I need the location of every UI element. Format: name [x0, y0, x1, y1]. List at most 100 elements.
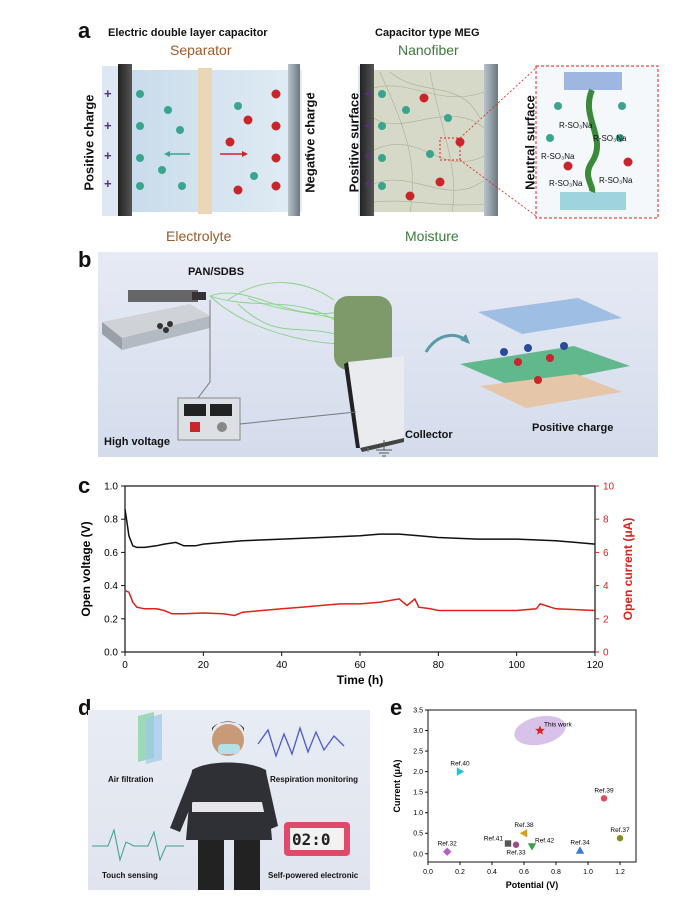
- y-tick-label: 1.0: [413, 810, 423, 817]
- point-label: Ref.39: [594, 787, 614, 794]
- svg-text:+: +: [364, 176, 372, 191]
- panel-d-illustration: [88, 710, 370, 890]
- edlc-left-electrode: [118, 64, 132, 216]
- point-marker: [504, 840, 512, 847]
- chart-e-frame: [427, 709, 637, 863]
- x-tick-label: 0.2: [455, 869, 465, 876]
- svg-text:-: -: [306, 85, 311, 101]
- pan-sdbs-label: PAN/SDBS: [188, 266, 245, 278]
- x-tick-label: 1.2: [615, 869, 625, 876]
- electrolyte-label: Electrolyte: [166, 228, 232, 244]
- meg-plus-signs: + + + +: [364, 86, 372, 191]
- x-tick-label: 0: [122, 660, 128, 671]
- meg-anions: [405, 93, 465, 201]
- y-axis-label: Current (μA): [392, 759, 402, 812]
- y2-axis-label: Open current (μA): [621, 518, 635, 621]
- ground-symbol: [376, 440, 392, 457]
- y-tick-label: 0.5: [413, 831, 423, 838]
- x-tick-label: 60: [354, 660, 366, 671]
- zoom-box: [439, 137, 461, 161]
- chart-c-frame: [124, 485, 596, 653]
- inset-fiber: [585, 88, 600, 193]
- positive-charge-label: Positive charge: [81, 94, 97, 191]
- panel-e-label: e: [390, 695, 403, 720]
- svg-text:+: +: [364, 148, 372, 163]
- y2-tick-label: 10: [603, 482, 615, 493]
- svg-text:+: +: [364, 86, 372, 101]
- x-tick-label: 20: [198, 660, 210, 671]
- high-voltage-label: High voltage: [104, 436, 171, 448]
- y-tick-label: 0.0: [413, 851, 423, 858]
- point-label: This work: [544, 722, 573, 729]
- panel-b-diagram: [98, 252, 658, 457]
- syringe-pump: [102, 290, 210, 350]
- air-filtration-label: Air filtration: [108, 775, 154, 784]
- point-marker: [575, 846, 585, 854]
- point-label: Ref.34: [570, 839, 590, 846]
- voltage-series-line: [124, 509, 596, 549]
- svg-text:-: -: [306, 117, 311, 133]
- self-powered-label: Self-powered electronic: [268, 871, 359, 880]
- panel-b-label: b: [78, 247, 92, 272]
- collector-label: Collector: [405, 429, 453, 441]
- x-tick-label: 0.8: [551, 869, 561, 876]
- fiber-jet: [209, 282, 349, 345]
- x-axis-label: Potential (V): [506, 880, 559, 890]
- svg-text:-: -: [306, 175, 311, 191]
- y-tick-label: 2.0: [413, 769, 423, 776]
- person-figure: [170, 721, 278, 890]
- wires: [197, 300, 369, 452]
- point-label: Ref.41: [484, 836, 504, 843]
- point-marker: [456, 767, 465, 776]
- x-tick-label: 1.0: [583, 869, 593, 876]
- meg-nanofiber-mat: [374, 70, 484, 212]
- high-voltage-supply: [177, 397, 241, 441]
- point-marker: [616, 834, 624, 842]
- svg-text:+: +: [104, 86, 112, 101]
- air-filter-icon: [138, 712, 162, 764]
- drum-collector: [334, 296, 404, 452]
- x-tick-label: 0.0: [423, 869, 433, 876]
- positive-surface-label: Positive surface: [346, 92, 362, 193]
- x-tick-label: 0.6: [519, 869, 529, 876]
- y-tick-label: 3.5: [413, 708, 423, 715]
- point-marker: [519, 829, 528, 838]
- minus-signs: ----: [306, 85, 311, 191]
- point-label: Ref.32: [438, 841, 458, 848]
- y2-tick-label: 0: [603, 648, 609, 659]
- point-marker: [535, 725, 545, 735]
- x-axis-label: Time (h): [337, 673, 383, 687]
- plus-signs: ++++: [104, 86, 112, 191]
- meg-title: Capacitor type MEG: [375, 27, 480, 39]
- separator-label: Separator: [170, 42, 232, 58]
- y-tick-label: 3.0: [413, 728, 423, 735]
- x-tick-label: 120: [587, 660, 604, 671]
- panel-c-label: c: [78, 473, 91, 498]
- edlc-title: Electric double layer capacitor: [108, 27, 268, 39]
- point-marker: [527, 843, 537, 851]
- negative-charge-label: Negative charge: [302, 92, 318, 193]
- point-label: Ref.33: [506, 850, 526, 857]
- y2-tick-label: 6: [603, 548, 609, 559]
- positive-charge-b-label: Positive charge: [532, 422, 614, 434]
- y-tick-label: 0.8: [104, 515, 118, 526]
- touch-sensing-label: Touch sensing: [102, 871, 158, 880]
- point-marker: [600, 795, 608, 802]
- inset-bottom-block: [560, 192, 626, 210]
- point-label: Ref.38: [514, 822, 534, 829]
- y-axis-label: Open voltage (V): [79, 521, 93, 616]
- svg-text:+: +: [364, 118, 372, 133]
- edlc-right-electrode: [288, 64, 300, 216]
- x-tick-label: 40: [276, 660, 288, 671]
- y-tick-label: 0.0: [104, 648, 118, 659]
- x-tick-label: 0.4: [487, 869, 497, 876]
- y-tick-label: 1.0: [104, 482, 118, 493]
- ion-arrows: [164, 151, 248, 157]
- x-tick-label: 100: [508, 660, 525, 671]
- point-label: Ref.40: [450, 761, 470, 768]
- y-tick-label: 2.5: [413, 749, 423, 756]
- svg-text:+: +: [104, 176, 112, 191]
- current-series-line: [124, 589, 596, 617]
